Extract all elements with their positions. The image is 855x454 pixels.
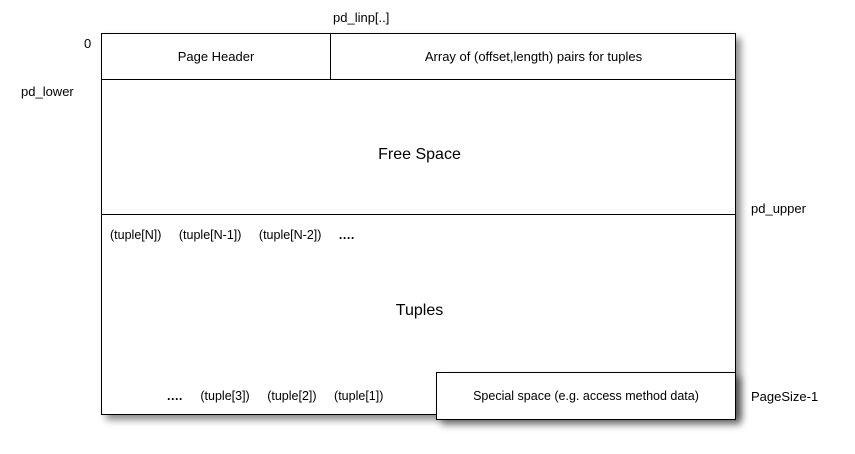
divider-pd-lower xyxy=(102,79,735,80)
label-offset-zero: 0 xyxy=(84,36,92,51)
tuple-label: (tuple[N-1]) xyxy=(178,228,242,242)
divider-header-linp xyxy=(330,34,331,79)
region-page-header-label: Page Header xyxy=(177,49,255,64)
region-free-space-label: Free Space xyxy=(378,146,461,163)
label-pd-lower: pd_lower xyxy=(21,84,74,99)
tuple-label: (tuple[3]) xyxy=(200,389,250,403)
divider-pd-upper xyxy=(102,214,735,215)
label-pd-linp: pd_linp[..] xyxy=(333,10,390,25)
region-line-pointer-array-label: Array of (offset,length) pairs for tuple… xyxy=(424,49,643,64)
special-space-box: Special space (e.g. access method data) xyxy=(436,372,736,420)
tuple-label: (tuple[1]) xyxy=(334,389,384,403)
tuple-label: (tuple[N-2]) xyxy=(258,228,322,242)
tuple-label-ellipsis: .... xyxy=(338,228,355,242)
tuple-label: (tuple[2]) xyxy=(267,389,317,403)
tuple-labels-top: (tuple[N]) (tuple[N-1]) (tuple[N-2]) ...… xyxy=(110,229,355,242)
label-pagesize-end: PageSize-1 xyxy=(751,389,819,404)
region-tuples-label: Tuples xyxy=(395,302,444,319)
region-special-space-label: Special space (e.g. access method data) xyxy=(473,388,699,403)
page-box: Page Header Array of (offset,length) pai… xyxy=(101,33,736,415)
tuple-label-ellipsis: .... xyxy=(167,389,183,403)
tuple-labels-bottom: .... (tuple[3]) (tuple[2]) (tuple[1]) xyxy=(167,390,383,403)
tuple-label: (tuple[N]) xyxy=(110,228,162,242)
label-pd-upper: pd_upper xyxy=(751,201,806,216)
